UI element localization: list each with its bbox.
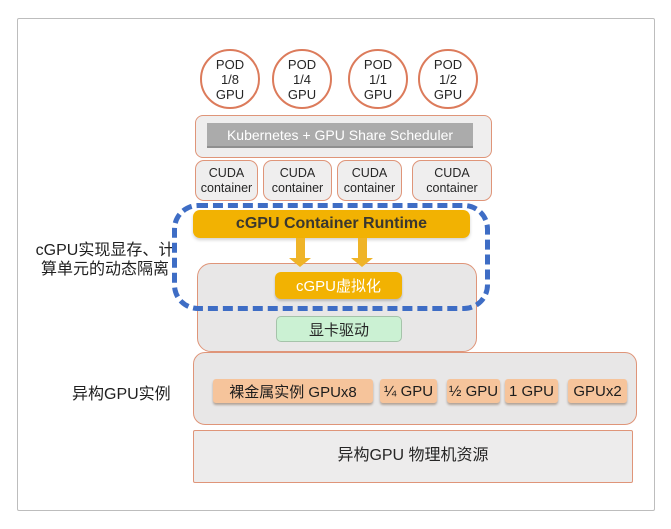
pod-label: POD [363,56,393,72]
cuda-line1: CUDA [208,165,245,180]
cuda-container-1: CUDA container [195,160,258,201]
instance-chip-gpux2: GPUx2 [568,379,627,403]
cuda-container-2: CUDA container [263,160,332,201]
pod-fraction: 1/1 [368,71,388,87]
pod-unit: GPU [287,86,317,102]
pod-circle-1-2-gpu: POD 1/2 GPU [418,49,478,109]
cuda-line2: container [200,180,253,195]
isolation-annotation-line1: cGPU实现显存、计 [35,242,175,259]
pod-fraction: 1/4 [292,71,312,87]
scheduler-bar: Kubernetes + GPU Share Scheduler [207,123,473,148]
physical-resources-box: 异构GPU 物理机资源 [193,430,633,483]
instance-chip-baremetal: 裸金属实例 GPUx8 [213,379,373,403]
cuda-line1: CUDA [351,165,388,180]
cuda-container-3: CUDA container [337,160,402,201]
pod-label: POD [215,56,245,72]
cgpu-container-runtime-bar: cGPU Container Runtime [193,210,470,238]
cuda-line2: container [271,180,324,195]
cuda-line1: CUDA [279,165,316,180]
pod-unit: GPU [363,86,393,102]
instance-chip-one-gpu: 1 GPU [505,379,558,403]
physical-resources-label: 异构GPU 物理机资源 [337,447,489,464]
pod-unit: GPU [433,86,463,102]
pod-label: POD [433,56,463,72]
cuda-line1: CUDA [434,165,470,180]
isolation-annotation: cGPU实现显存、计 算单元的动态隔离 [25,241,185,279]
gpu-driver-bar: 显卡驱动 [276,316,402,342]
pod-circle-1-4-gpu: POD 1/4 GPU [272,49,332,109]
instance-chip-half-gpu: ½ GPU [447,379,500,403]
pod-fraction: 1/8 [220,71,240,87]
pod-unit: GPU [215,86,245,102]
cuda-line2: container [343,180,396,195]
instances-annotation: 异构GPU实例 [72,386,171,403]
cuda-line2: container [426,180,478,195]
isolation-annotation-line2: 算单元的动态隔离 [40,261,169,278]
pod-circle-1-8-gpu: POD 1/8 GPU [200,49,260,109]
instance-chip-quarter-gpu: ¼ GPU [380,379,437,403]
pod-label: POD [287,56,317,72]
down-arrow-icon [289,238,311,267]
cuda-container-4: CUDA container [412,160,492,201]
pod-fraction: 1/2 [438,71,458,87]
cgpu-virtualization-bar: cGPU虚拟化 [275,272,402,299]
down-arrow-icon [351,238,373,267]
pod-circle-1-1-gpu: POD 1/1 GPU [348,49,408,109]
